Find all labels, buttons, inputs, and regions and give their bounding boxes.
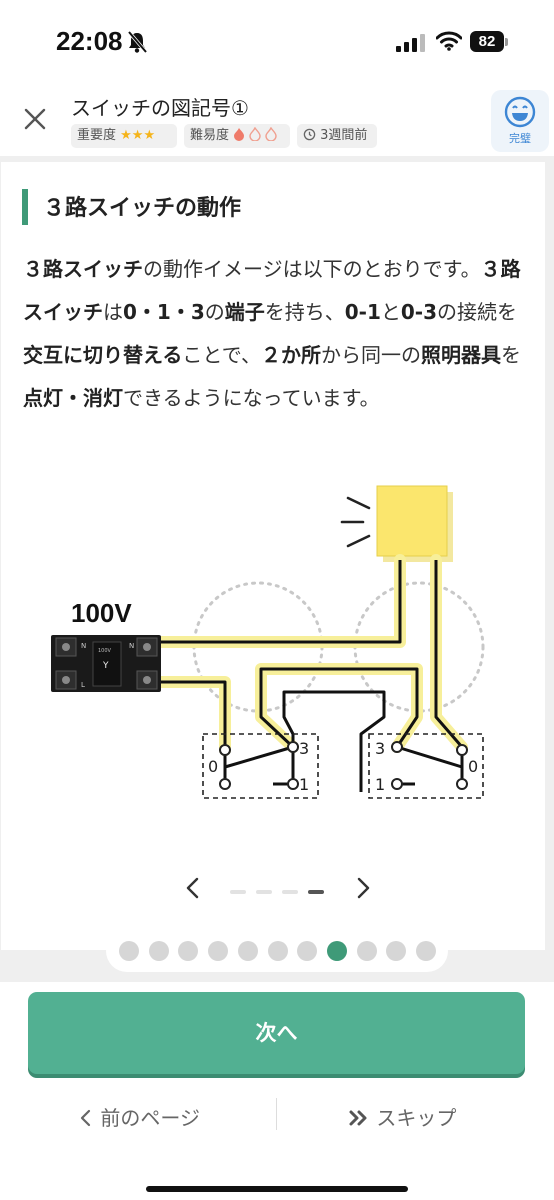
paragraph-run: を bbox=[501, 343, 522, 367]
skip-link[interactable]: スキップ bbox=[348, 1102, 456, 1131]
paragraph-run: ２か所 bbox=[261, 343, 322, 367]
status-time: 22:08 bbox=[56, 26, 123, 56]
chevron-left-icon bbox=[80, 1109, 91, 1127]
breaker-rating: 100V bbox=[98, 648, 112, 654]
home-indicator bbox=[146, 1186, 408, 1192]
carousel-dash bbox=[230, 890, 246, 894]
section-title: ３路スイッチの動作 bbox=[43, 196, 242, 221]
flame-icon bbox=[234, 128, 245, 141]
page-dot[interactable] bbox=[119, 941, 139, 961]
carousel-dash bbox=[282, 890, 298, 894]
paragraph-run: 交互に切り替える bbox=[23, 343, 183, 367]
circuit-breaker: N N L Y 100V bbox=[51, 635, 161, 692]
page-dot[interactable] bbox=[356, 941, 377, 961]
left-terminal-0: 0 bbox=[208, 757, 218, 776]
signal-icon bbox=[396, 34, 425, 52]
paragraph-run: は bbox=[103, 300, 123, 324]
explanation-paragraph: ３路スイッチの動作イメージは以下のとおりです。３路スイッチは0・1・3の端子を持… bbox=[23, 248, 533, 420]
paragraph-run: を持ち、 bbox=[264, 300, 345, 324]
paragraph-run: から同一の bbox=[321, 343, 422, 367]
breaker-mark: Y bbox=[102, 661, 109, 671]
section-accent-bar bbox=[22, 189, 28, 225]
skip-label: スキップ bbox=[376, 1106, 457, 1130]
carousel-next-icon[interactable] bbox=[352, 876, 374, 900]
next-button[interactable]: 次へ bbox=[28, 992, 525, 1074]
wifi-icon bbox=[436, 31, 462, 51]
left-terminal-1: 1 bbox=[299, 775, 309, 794]
mastered-label: 完璧 bbox=[509, 132, 531, 145]
paragraph-run: と bbox=[380, 300, 401, 324]
smile-face-icon bbox=[504, 96, 536, 128]
difficulty-label: 難易度 bbox=[190, 128, 230, 143]
paragraph-run: の bbox=[204, 300, 225, 324]
paragraph-run: 0-1 bbox=[344, 300, 381, 324]
time-ago-label: 3週間前 bbox=[320, 128, 368, 143]
lesson-card: ３路スイッチの動作 ３路スイッチの動作イメージは以下のとおりです。３路スイッチは… bbox=[1, 162, 545, 950]
paragraph-run: ３路スイッチ bbox=[23, 257, 143, 281]
paragraph-run: できるようになっています。 bbox=[123, 386, 380, 410]
page-dot[interactable] bbox=[267, 941, 288, 961]
paragraph-run: 点灯・消灯 bbox=[23, 386, 123, 410]
lesson-title: スイッチの図記号① bbox=[71, 96, 249, 120]
importance-tag: 重要度 ★★★ bbox=[71, 124, 177, 148]
prev-page-link[interactable]: 前のページ bbox=[78, 1102, 200, 1131]
breaker-l: L bbox=[81, 681, 85, 689]
history-clock-icon bbox=[303, 128, 316, 141]
page-dot[interactable] bbox=[386, 941, 407, 961]
three-way-switch-diagram: 3 0 1 3 0 1 100V N N L Y 100V bbox=[51, 485, 485, 799]
right-terminal-1: 1 bbox=[375, 775, 385, 794]
bottom-actions: 次へ 前のページ スキップ bbox=[0, 982, 554, 1200]
page-dot[interactable] bbox=[237, 941, 258, 961]
page-dot[interactable] bbox=[208, 941, 229, 961]
breaker-n-top: N bbox=[81, 642, 86, 650]
carousel-prev-icon[interactable] bbox=[182, 876, 204, 900]
flame-outline-icon bbox=[249, 126, 261, 142]
paragraph-run: 照明器具 bbox=[421, 343, 502, 367]
importance-label: 重要度 bbox=[77, 128, 117, 143]
paragraph-run: の接続を bbox=[437, 300, 518, 324]
battery-indicator: 82 bbox=[470, 31, 504, 52]
page-dot[interactable] bbox=[148, 941, 169, 961]
paragraph-run: 0-3 bbox=[400, 300, 438, 324]
time-ago-tag: 3週間前 bbox=[297, 124, 377, 148]
status-bar: 22:08 82 bbox=[0, 0, 554, 84]
paragraph-run: 0・1・3 bbox=[123, 300, 205, 324]
right-terminal-0: 0 bbox=[468, 757, 478, 776]
carousel-dash bbox=[308, 890, 324, 894]
left-terminal-3: 3 bbox=[299, 739, 309, 758]
double-chevron-right-icon bbox=[349, 1110, 367, 1126]
paragraph-run: 端子 bbox=[224, 300, 265, 324]
importance-stars: ★★★ bbox=[120, 128, 156, 143]
flame-outline-icon bbox=[265, 126, 278, 142]
page-dot[interactable] bbox=[416, 941, 436, 961]
paragraph-run: ３路スイッチ bbox=[23, 257, 521, 324]
carousel-dash bbox=[256, 890, 272, 894]
paragraph-run: の動作イメージは以下のとおりです。 bbox=[143, 257, 481, 281]
close-icon[interactable] bbox=[22, 106, 48, 132]
page-dot[interactable] bbox=[326, 941, 347, 961]
paragraph-run: ことで、 bbox=[182, 343, 262, 367]
page-dot[interactable] bbox=[297, 941, 318, 961]
prev-page-label: 前のページ bbox=[100, 1106, 200, 1130]
page-dot[interactable] bbox=[178, 941, 199, 961]
battery-tip bbox=[505, 38, 508, 46]
difficulty-tag: 難易度 bbox=[184, 124, 290, 148]
mastered-button[interactable]: 完璧 bbox=[491, 90, 549, 152]
breaker-n-bottom: N bbox=[129, 642, 134, 650]
footer-divider bbox=[276, 1098, 277, 1130]
bell-muted-icon bbox=[127, 30, 148, 54]
lesson-header: スイッチの図記号① 重要度 ★★★ 難易度 3週間前 完璧 bbox=[0, 84, 554, 156]
voltage-label: 100V bbox=[71, 598, 132, 628]
right-terminal-3: 3 bbox=[375, 739, 385, 758]
